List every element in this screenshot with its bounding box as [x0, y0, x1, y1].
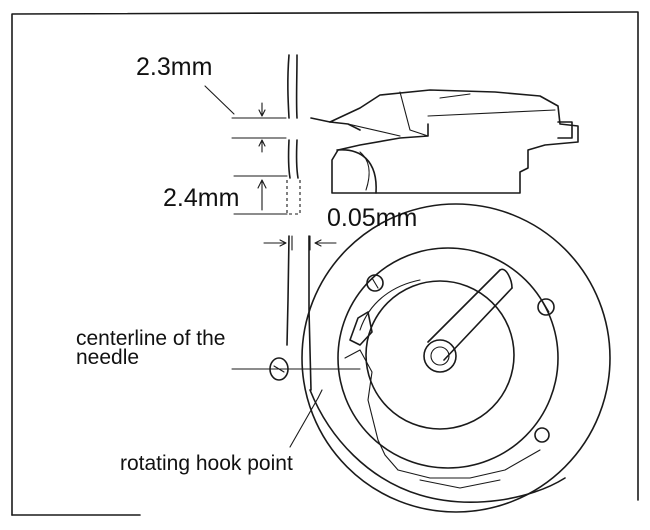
label-2-3mm: 2.3mm — [136, 53, 212, 81]
rotating-hook — [301, 203, 611, 513]
label-hook-point: rotating hook point — [120, 452, 293, 475]
label-0-05mm: 0.05mm — [327, 204, 417, 232]
needle-lower — [269, 235, 312, 391]
label-centerline-line2: needle — [76, 346, 139, 369]
dimension-2-4mm — [233, 175, 288, 215]
hook-point-leader — [289, 389, 323, 448]
label-2-4mm: 2.4mm — [163, 184, 239, 212]
label-centerline-line1: centerline of the — [76, 327, 225, 350]
hook-side-view — [310, 89, 579, 194]
clearance-marker — [263, 235, 337, 251]
diagram-frame — [11, 11, 639, 516]
needle — [286, 54, 301, 215]
dimension-2-3mm — [204, 85, 287, 153]
